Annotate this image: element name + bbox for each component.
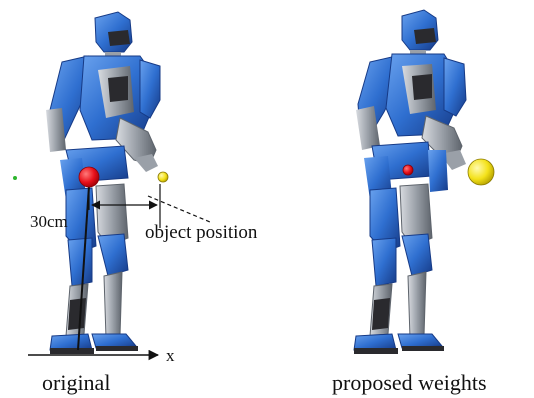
yellow-marker-left [158,172,168,182]
caption-proposed-weights: proposed weights [332,370,487,395]
green-dot [13,176,17,180]
robot-left [46,12,160,354]
distance-label: 30cm [30,212,68,231]
object-pointer-dashed [148,196,210,222]
yellow-marker-right [468,159,494,185]
red-marker-right [403,165,413,175]
x-axis-label: x [166,346,175,365]
robot-right [354,10,466,354]
red-marker-left [79,167,99,187]
caption-original: original [42,370,110,395]
object-position-label: object position [145,222,258,243]
